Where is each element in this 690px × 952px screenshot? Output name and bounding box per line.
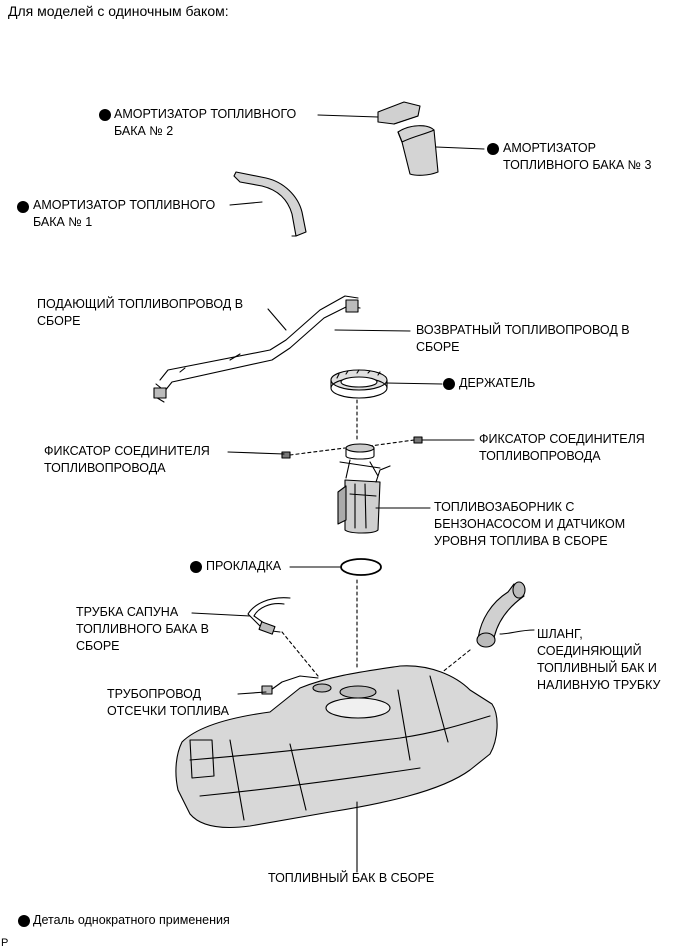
label-breather-tube: ТРУБКА САПУНА ТОПЛИВНОГО БАКА В СБОРЕ — [76, 605, 210, 653]
label-clip-left: ФИКСАТОР СОЕДИНИТЕЛЯ ТОПЛИВОПРОВОДА — [44, 444, 210, 475]
one-use-dot-retainer — [443, 378, 455, 390]
label-pump-assembly: ТОПЛИВОЗАБОРНИК С БЕНЗОНАСОСОМ И ДАТЧИКО… — [434, 500, 626, 548]
fuel-pipes-part — [153, 295, 361, 403]
insulator-1-part — [233, 171, 307, 237]
corner-mark: P — [1, 937, 9, 949]
label-fuel-tank: ТОПЛИВНЫЙ БАК В СБОРЕ — [268, 871, 435, 885]
insulator-2-part — [377, 101, 421, 125]
label-supply-pipe: ПОДАЮЩИЙ ТОПЛИВОПРОВОД В СБОРЕ — [37, 297, 244, 328]
one-use-dot-insulator-3 — [487, 143, 499, 155]
insulator-3-part — [397, 125, 439, 176]
one-use-dot-insulator-1 — [17, 201, 29, 213]
label-cutoff-pipe: ТРУБОПРОВОД ОТСЕЧКИ ТОПЛИВА — [107, 687, 230, 718]
page-header: Для моделей с одиночным баком: — [8, 3, 229, 19]
cutoff-pipe-part — [267, 675, 319, 693]
label-filler-hose: ШЛАНГ, СОЕДИНЯЮЩИЙ ТОПЛИВНЫЙ БАК И НАЛИВ… — [537, 627, 661, 692]
leader-lines — [191, 114, 535, 873]
legend-dot — [18, 915, 30, 927]
gasket-part — [340, 558, 382, 576]
label-insulator-2: АМОРТИЗАТОР ТОПЛИВНОГО БАКА № 2 — [114, 107, 297, 138]
label-return-pipe: ВОЗВРАТНЫЙ ТОПЛИВОПРОВОД В СБОРЕ — [416, 323, 630, 354]
label-insulator-1: АМОРТИЗАТОР ТОПЛИВНОГО БАКА № 1 — [33, 198, 216, 229]
label-retainer: ДЕРЖАТЕЛЬ — [459, 376, 536, 390]
one-use-dot-gasket — [190, 561, 202, 573]
fuel-tank-part — [175, 665, 498, 829]
label-gasket: ПРОКЛАДКА — [206, 559, 282, 573]
filler-hose-part — [476, 581, 526, 648]
clip-left-part — [281, 451, 291, 459]
legend-text: Деталь однократного применения — [33, 913, 230, 927]
label-clip-right: ФИКСАТОР СОЕДИНИТЕЛЯ ТОПЛИВОПРОВОДА — [479, 432, 645, 463]
retainer-ring-part — [330, 369, 388, 399]
fuel-pump-assembly-part — [337, 443, 391, 534]
breather-tube-part — [247, 597, 291, 635]
one-use-dot-insulator-2 — [99, 109, 111, 121]
clip-right-part — [413, 436, 423, 444]
label-insulator-3: АМОРТИЗАТОР ТОПЛИВНОГО БАКА № 3 — [503, 141, 652, 172]
